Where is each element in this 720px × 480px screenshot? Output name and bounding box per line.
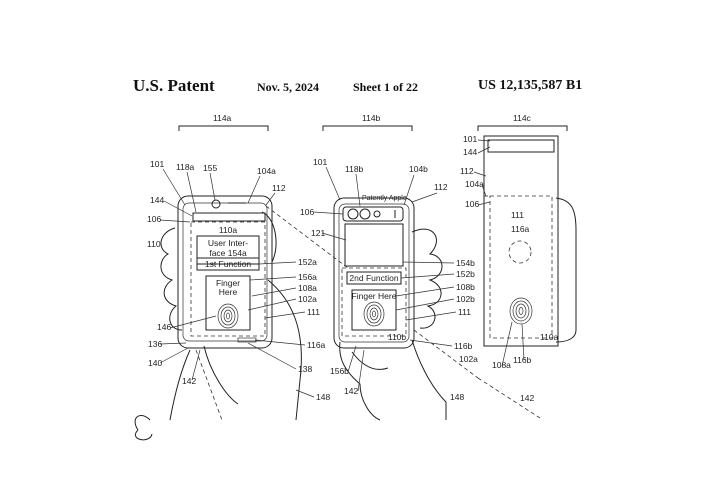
reference-numeral: 116a bbox=[307, 340, 326, 350]
reference-numeral: 155 bbox=[203, 163, 217, 173]
screen-label-110a-right: 110a bbox=[540, 332, 559, 342]
bracket-114a: 114a bbox=[178, 113, 269, 131]
reference-numeral: 104b bbox=[409, 164, 428, 174]
ui-text-2: face 154a bbox=[209, 248, 247, 258]
figure-left: 110a User Inter- face 154a 1st Function … bbox=[134, 159, 349, 441]
screen-label-110a: 110a bbox=[219, 225, 238, 235]
bracket-114c: 114c bbox=[477, 113, 568, 131]
reference-numeral: 144 bbox=[463, 147, 477, 157]
reference-numeral: 104a bbox=[465, 179, 484, 189]
ui-text-1: User Inter- bbox=[208, 238, 248, 248]
reference-numeral: 110 bbox=[147, 239, 161, 249]
patent-date: Nov. 5, 2024 bbox=[257, 80, 320, 94]
reference-numeral: 152a bbox=[298, 257, 317, 267]
reference-numeral: 144 bbox=[150, 195, 164, 205]
reference-numeral: 116b bbox=[454, 341, 473, 351]
patent-title: U.S. Patent bbox=[133, 76, 215, 95]
reference-numeral: 142 bbox=[520, 393, 534, 403]
reference-numeral: 112 bbox=[434, 182, 448, 192]
sheet-number: Sheet 1 of 22 bbox=[353, 80, 418, 94]
reference-numeral: 146 bbox=[157, 322, 171, 332]
reference-numeral: 106 bbox=[300, 207, 314, 217]
reference-numeral: 112 bbox=[272, 183, 286, 193]
reference-numeral: 121 bbox=[311, 228, 325, 238]
finger-text-1: Finger bbox=[216, 278, 240, 288]
fingerprint-icon bbox=[509, 297, 533, 325]
function-text-1: 1st Function bbox=[205, 259, 252, 269]
reference-numeral: 148 bbox=[316, 392, 330, 402]
reference-numeral: 156b bbox=[330, 366, 349, 376]
reference-numeral: 111 bbox=[307, 307, 320, 317]
reference-numeral: 101 bbox=[463, 134, 477, 144]
reference-numeral: 118b bbox=[345, 164, 364, 174]
reference-numeral: 156a bbox=[298, 272, 317, 282]
reference-numeral: 106 bbox=[147, 214, 161, 224]
fingerprint-icon bbox=[217, 303, 239, 329]
reference-numeral: 152b bbox=[456, 269, 475, 279]
camera-module-icon bbox=[342, 206, 404, 222]
reference-numeral: 102a bbox=[298, 294, 317, 304]
fingerprint-icon bbox=[363, 301, 385, 327]
reference-numeral: 138 bbox=[298, 364, 312, 374]
figure-right: 110a 101 144 112 104a 106 111 116a 108a … bbox=[460, 134, 577, 403]
reference-numeral: 116b bbox=[513, 355, 532, 365]
finger-text-3: Finger Here bbox=[352, 291, 397, 301]
reference-numeral: 154b bbox=[456, 258, 475, 268]
watermark: Patently Apple bbox=[362, 195, 407, 202]
reference-numeral: 111 bbox=[458, 307, 471, 317]
patent-number: US 12,135,587 B1 bbox=[478, 78, 583, 93]
reference-numeral: 102b bbox=[456, 294, 475, 304]
reference-numeral: 142 bbox=[344, 386, 358, 396]
reference-numeral: 142 bbox=[182, 376, 196, 386]
bracket-114b: 114b bbox=[322, 113, 413, 131]
screen-label-110b: 110b bbox=[388, 332, 407, 342]
reference-numeral: 102a bbox=[459, 354, 478, 364]
reference-numeral: 108a bbox=[298, 283, 317, 293]
reference-numeral: 101 bbox=[313, 157, 327, 167]
function-text-2: 2nd Function bbox=[349, 273, 398, 283]
label-114a: 114a bbox=[213, 113, 232, 123]
label-114c: 114c bbox=[513, 113, 532, 123]
reference-numeral: 101 bbox=[150, 159, 164, 169]
finger-text-2: Here bbox=[219, 287, 238, 297]
reference-numeral: 140 bbox=[148, 358, 162, 368]
reference-numeral: 108a bbox=[492, 360, 511, 370]
reference-numeral: 112 bbox=[460, 166, 474, 176]
reference-numeral: 118a bbox=[176, 162, 195, 172]
label-114b: 114b bbox=[362, 113, 381, 123]
reference-numeral: 108b bbox=[456, 282, 475, 292]
reference-numeral: 106 bbox=[465, 199, 479, 209]
figure-middle: 2nd Function Finger Here 110b 101 118b 1… bbox=[300, 157, 541, 421]
reference-numeral: 136 bbox=[148, 339, 162, 349]
reference-numeral: 104a bbox=[257, 166, 276, 176]
reference-numeral: 111 bbox=[511, 210, 524, 220]
reference-numeral: 148 bbox=[450, 392, 464, 402]
reference-numeral: 116a bbox=[511, 224, 530, 234]
